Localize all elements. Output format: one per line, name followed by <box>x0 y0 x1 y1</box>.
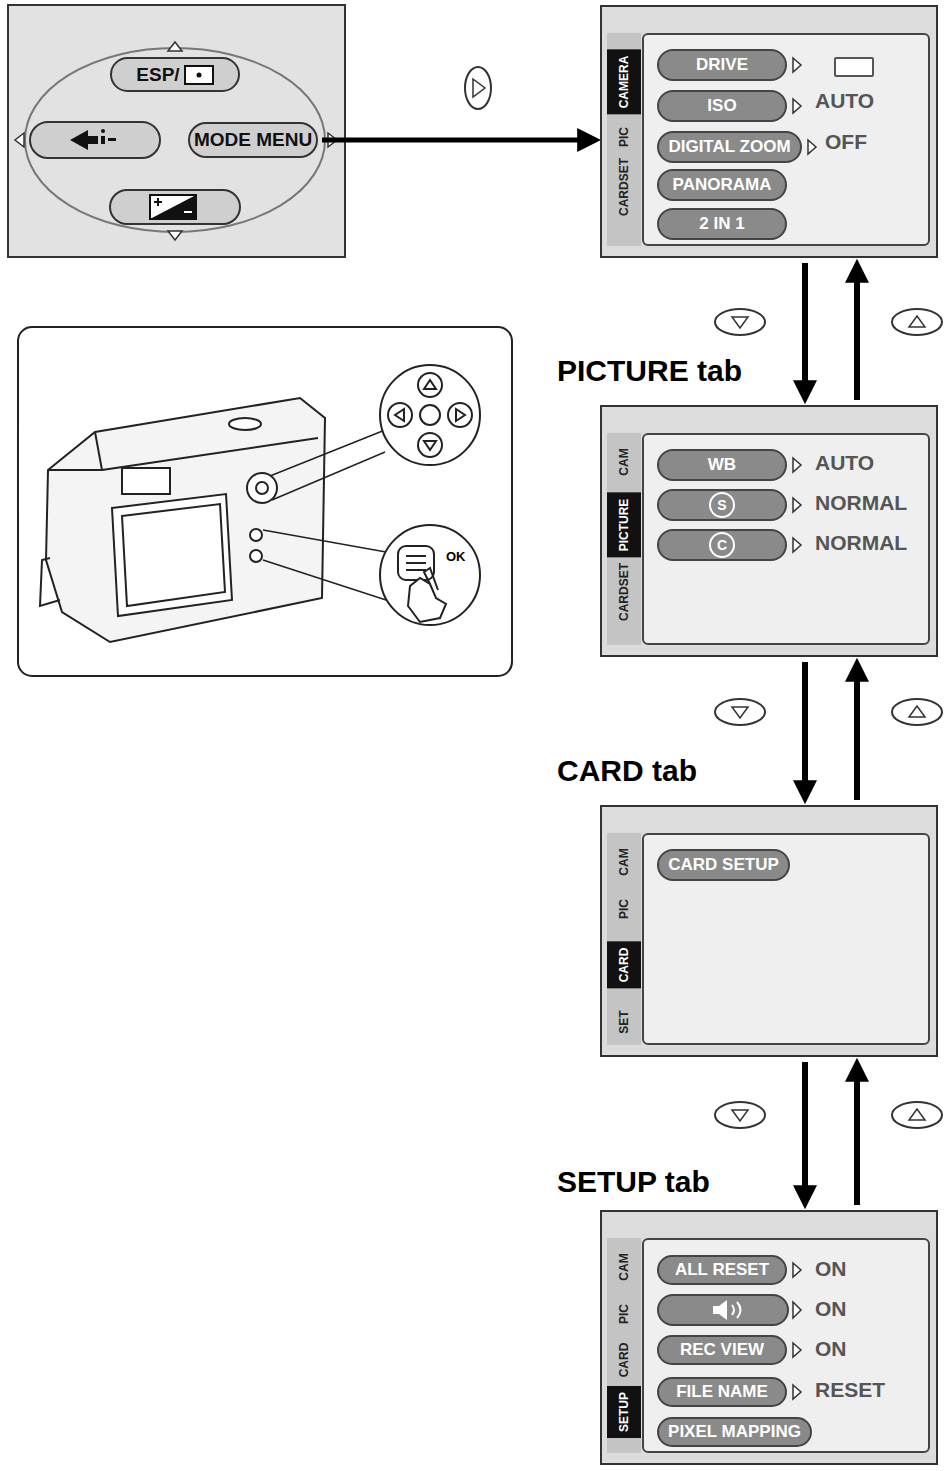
menu-item: DRIVE <box>657 49 787 81</box>
tab-label: CARDSET <box>616 557 632 627</box>
menu-screen: CAM PIC CARD SET CARD SETUP <box>600 805 938 1057</box>
control-pad-panel <box>8 5 345 257</box>
menu-item-label: PIXEL MAPPING <box>668 1422 801 1442</box>
tab-label: CARD <box>616 1337 632 1384</box>
tab-caption: SETUP tab <box>557 1167 710 1197</box>
submenu-mark <box>791 456 803 474</box>
menu-item-label: REC VIEW <box>680 1340 764 1360</box>
button-label: MODE MENU <box>194 129 312 151</box>
tab-label: CAM <box>616 442 632 481</box>
tab-label: CAM <box>616 1247 632 1286</box>
tab-caption: CARD tab <box>557 756 697 786</box>
arrow-connector <box>802 662 808 797</box>
setting-value: OFF <box>825 131 867 152</box>
menu-item-label: ALL RESET <box>675 1260 769 1280</box>
arrow-connector <box>802 263 808 397</box>
menu-item-label: CARD SETUP <box>668 855 779 875</box>
button-label: OK <box>446 550 466 563</box>
tab-label: CAM <box>616 842 632 881</box>
menu-item-label: FILE NAME <box>676 1382 768 1402</box>
menu-item: ALL RESET <box>657 1255 787 1285</box>
button: ESP/ <box>110 57 240 92</box>
menu-item: REC VIEW <box>657 1335 787 1365</box>
submenu-mark <box>791 1383 803 1401</box>
menu-screen: CAM PICTURECARDSET WB SC <box>600 405 938 657</box>
menu-item-label: C <box>709 532 735 558</box>
submenu-mark <box>806 138 818 156</box>
menu-item: WB <box>657 449 787 481</box>
setting-value: NORMAL <box>815 532 907 553</box>
tab-caption: PICTURE tab <box>557 356 742 386</box>
tab-label: CARDSET <box>616 152 632 222</box>
menu-item-label: PANORAMA <box>673 175 772 195</box>
menu-item: S <box>657 489 787 521</box>
arrow-connector <box>854 266 860 400</box>
menu-item: FILE NAME <box>657 1377 787 1407</box>
submenu-mark <box>791 496 803 514</box>
setting-value: NORMAL <box>815 492 907 513</box>
submenu-mark <box>791 1341 803 1359</box>
tab-label: CAMERA <box>607 50 641 115</box>
tab-label: SETUP <box>607 1386 641 1438</box>
submenu-mark <box>791 536 803 554</box>
menu-item-label: 2 IN 1 <box>699 214 744 234</box>
single-frame-icon <box>834 57 874 77</box>
menu-item: PANORAMA <box>657 169 787 201</box>
arrow-connector <box>854 665 860 800</box>
menu-item-label: DIGITAL ZOOM <box>668 137 790 157</box>
tab-label: PIC <box>616 893 632 925</box>
spot-metering-icon <box>184 65 214 85</box>
button: MODE MENU <box>188 122 318 158</box>
tab-label: PIC <box>616 121 632 153</box>
tab-label: PICTURE <box>607 493 641 558</box>
menu-screen: CAM PIC CARD SETUP ALL RESET REC VIEW FILE NAM… <box>600 1210 938 1465</box>
submenu-mark <box>791 97 803 115</box>
menu-item: ISO <box>657 90 787 122</box>
menu-screen: CAMERA PICCARDSET DRIVE ISO DIGITAL ZOOM PANO… <box>600 5 938 258</box>
setting-value: AUTO <box>815 90 874 111</box>
tab-label: PIC <box>616 1298 632 1330</box>
arrow-connector <box>802 1062 808 1202</box>
arrow-connector <box>854 1065 860 1205</box>
menu-item-label: DRIVE <box>696 55 748 75</box>
menu-item: C <box>657 529 787 561</box>
menu-item: 2 IN 1 <box>657 208 787 240</box>
menu-item-label: WB <box>708 455 736 475</box>
setting-value: RESET <box>815 1379 885 1400</box>
submenu-mark <box>791 1261 803 1279</box>
menu-item: PIXEL MAPPING <box>657 1417 812 1447</box>
submenu-mark <box>791 56 803 74</box>
setting-value: AUTO <box>815 452 874 473</box>
camera-illustration <box>18 327 512 676</box>
menu-item-label: ISO <box>707 96 736 116</box>
menu-item: CARD SETUP <box>657 849 790 881</box>
tab-label: SET <box>616 1004 632 1039</box>
button-label: ESP/ <box>136 64 179 86</box>
tab-label: CARD <box>607 942 641 989</box>
menu-item-label: S <box>709 492 735 518</box>
arrow-connector <box>322 138 594 143</box>
setting-value: ON <box>815 1338 847 1359</box>
menu-item: DIGITAL ZOOM <box>657 131 802 163</box>
setting-value: ON <box>815 1298 847 1319</box>
setting-value: ON <box>815 1258 847 1279</box>
beep-item <box>657 1294 817 1328</box>
